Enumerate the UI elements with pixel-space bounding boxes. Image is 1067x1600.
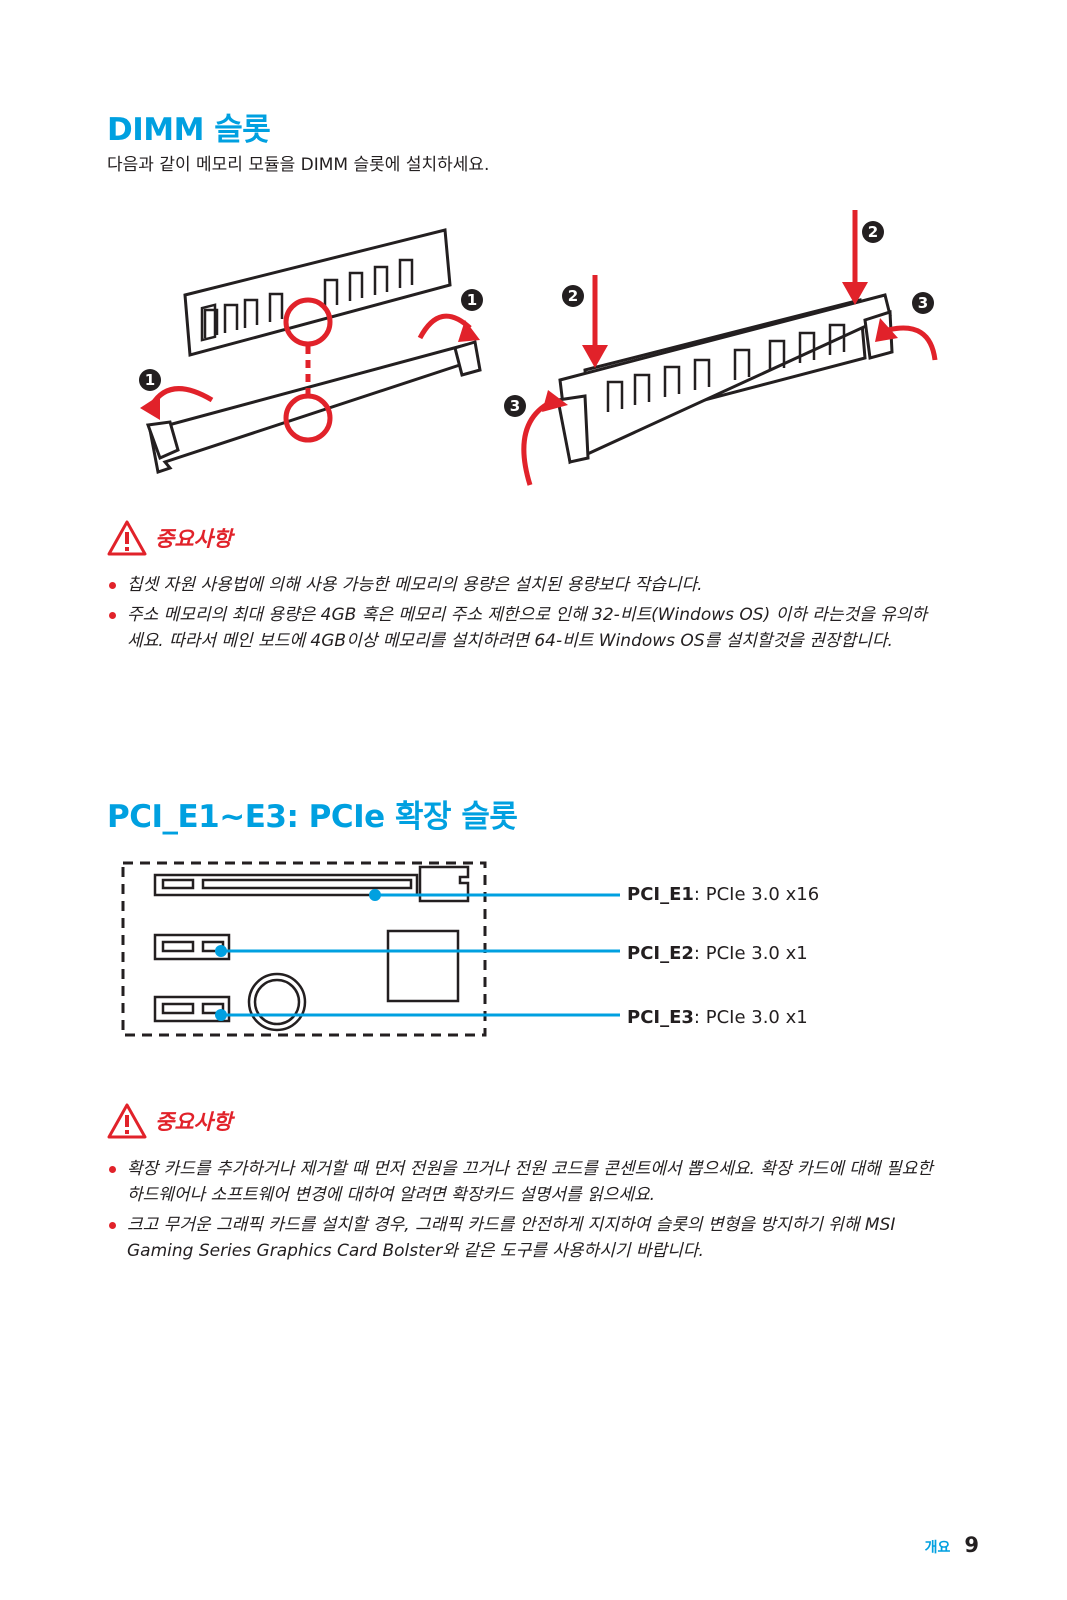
slot-spec: : PCIe 3.0 x1 — [693, 943, 808, 964]
slot-name: PCI_E3 — [627, 1007, 694, 1028]
important-label: 중요사항 — [155, 527, 233, 551]
pcie-slot-3-label: PCI_E3: PCIe 3.0 x1 — [627, 1007, 808, 1028]
slot-spec: : PCIe 3.0 x1 — [693, 1007, 808, 1028]
slot-name: PCI_E2 — [627, 943, 694, 964]
important-notice-1: 중요사항 — [107, 520, 232, 556]
marker-2-right: 2 — [868, 223, 878, 241]
page-number: 9 — [964, 1533, 979, 1557]
dimm-title: DIMM 슬롯 — [107, 112, 271, 148]
warning-icon — [107, 520, 147, 556]
marker-1-left: 1 — [145, 371, 155, 389]
footer-section: 개요 — [924, 1540, 951, 1556]
warning-icon — [107, 1103, 147, 1139]
list-item: 크고 무거운 그래픽 카드를 설치할 경우, 그래픽 카드를 안전하게 지지하여… — [107, 1212, 937, 1264]
important-notice-2: 중요사항 — [107, 1103, 232, 1139]
list-item: 칩셋 자원 사용법에 의해 사용 가능한 메모리의 용량은 설치된 용량보다 작… — [107, 572, 937, 598]
marker-3-right: 3 — [918, 294, 928, 312]
pcie-slot-diagram — [121, 861, 620, 1037]
dimm-installation-diagram: 1 1 2 2 3 3 — [139, 210, 938, 486]
important-list-1: 칩셋 자원 사용법에 의해 사용 가능한 메모리의 용량은 설치된 용량보다 작… — [107, 572, 937, 658]
pcie-slot-2-label: PCI_E2: PCIe 3.0 x1 — [627, 943, 808, 964]
list-item: 확장 카드를 추가하거나 제거할 때 먼저 전원을 끄거나 전원 코드를 콘센트… — [107, 1156, 937, 1208]
pcie-title: PCI_E1~E3: PCIe 확장 슬롯 — [107, 799, 518, 835]
dimm-intro: 다음과 같이 메모리 모듈을 DIMM 슬롯에 설치하세요. — [107, 155, 490, 175]
pcie-slot-1-label: PCI_E1: PCIe 3.0 x16 — [627, 884, 819, 905]
marker-1-right: 1 — [467, 291, 477, 309]
list-item: 주소 메모리의 최대 용량은 4GB 혹은 메모리 주소 제한으로 인해 32-… — [107, 602, 937, 654]
important-list-2: 확장 카드를 추가하거나 제거할 때 먼저 전원을 끄거나 전원 코드를 콘센트… — [107, 1156, 937, 1268]
marker-2-left: 2 — [568, 287, 578, 305]
marker-3-left: 3 — [510, 397, 520, 415]
slot-spec: : PCIe 3.0 x16 — [693, 884, 820, 905]
important-label: 중요사항 — [155, 1110, 233, 1134]
slot-name: PCI_E1 — [627, 884, 694, 905]
page-footer: 개요 9 — [925, 1533, 979, 1557]
